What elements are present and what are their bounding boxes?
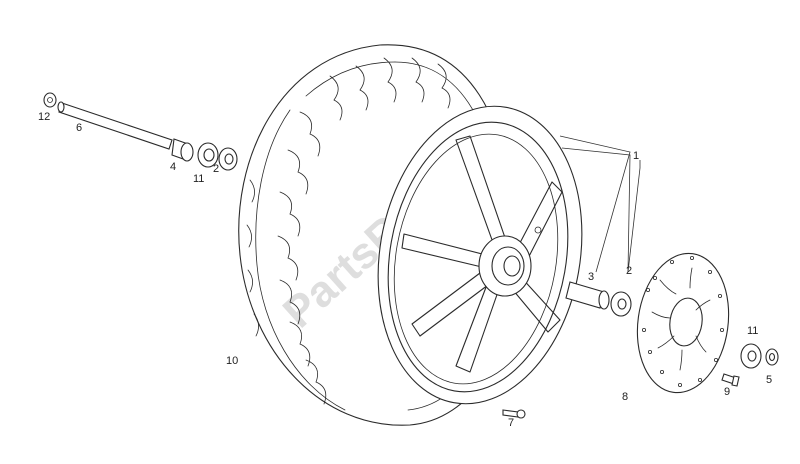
spacer-left <box>171 138 194 162</box>
seal-right <box>740 343 762 369</box>
brake-disc <box>636 252 730 394</box>
label-seal-left: 11 <box>193 173 204 185</box>
label-axle-nut: 12 <box>38 111 50 123</box>
label-brake-disc: 8 <box>622 391 628 403</box>
label-axle: 6 <box>76 122 82 134</box>
spacer-far-right <box>765 348 779 366</box>
callout-labels: 12 6 4 11 2 1 3 2 8 9 11 5 7 10 <box>38 111 772 429</box>
label-seal-right: 11 <box>747 325 758 337</box>
label-wheel-assembly: 1 <box>633 150 639 162</box>
spacer-right <box>565 281 610 310</box>
label-valve: 7 <box>508 417 514 429</box>
axle <box>57 101 173 150</box>
disc-screw <box>721 373 740 387</box>
wheel-rim <box>377 105 583 405</box>
seal-left <box>197 142 219 168</box>
label-spacer-left: 4 <box>170 161 176 173</box>
bearing-right <box>610 291 632 317</box>
label-spacer-right: 3 <box>588 271 594 283</box>
label-bearing-right: 2 <box>626 265 632 277</box>
axle-nut <box>43 92 57 108</box>
label-tyre: 10 <box>226 355 238 367</box>
label-disc-screw: 9 <box>724 386 730 398</box>
label-bearing-left: 2 <box>213 163 219 175</box>
label-spacer-far-right: 5 <box>766 374 772 386</box>
tyre-valve <box>502 409 526 419</box>
leader-lines <box>559 135 641 273</box>
bearing-left <box>218 147 238 171</box>
